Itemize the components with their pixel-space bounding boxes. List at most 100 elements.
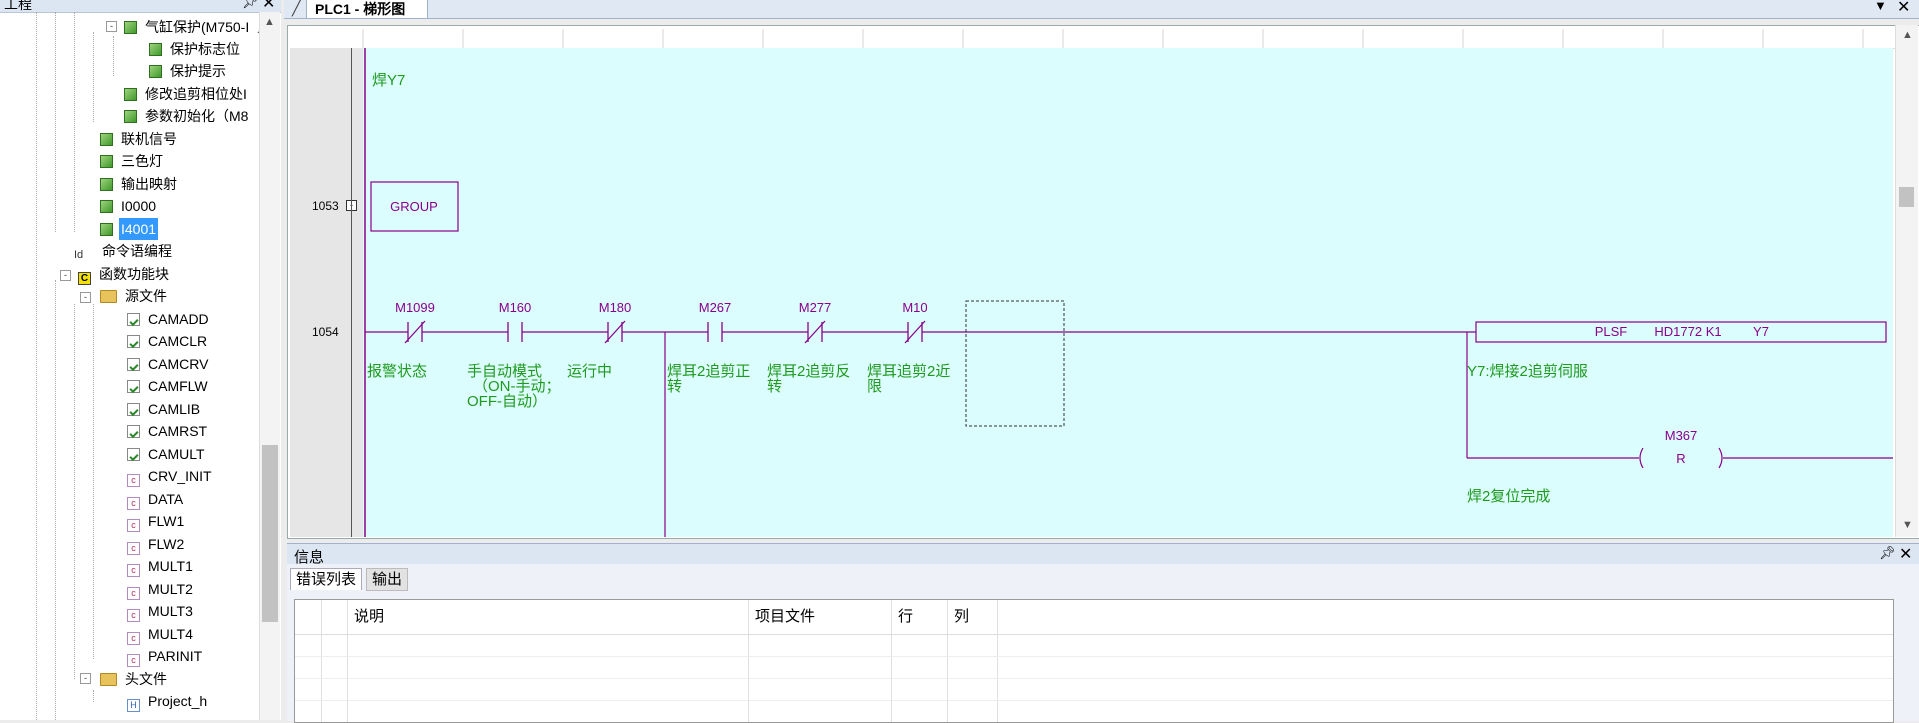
tree-item-label: 头文件: [125, 671, 167, 687]
tree-item-param-init[interactable]: 参数初始化（M8: [124, 105, 250, 127]
scroll-up-icon[interactable]: ▲: [1902, 29, 1913, 41]
normally-closed-slash: [904, 320, 926, 344]
ruler-ticks: [362, 29, 1864, 48]
chevron-down-icon[interactable]: ▼: [1874, 0, 1887, 13]
tab-edge-decoration: ╱: [292, 0, 301, 16]
project-tree-scrollbar[interactable]: ▲: [259, 12, 280, 720]
tree-item-label: PARINIT: [148, 648, 203, 664]
scrollbar-thumb[interactable]: [1899, 187, 1914, 207]
tree-item-label: CAMULT: [148, 446, 205, 462]
contact-comment: 限: [867, 378, 882, 395]
close-icon[interactable]: ✕: [1897, 0, 1911, 16]
fb-instruction: PLSF: [1595, 324, 1628, 339]
tree-item-tricolor-lamp[interactable]: 三色灯: [100, 150, 165, 172]
normally-closed-slash: [404, 320, 426, 344]
line-number-gutter: 1053 1054 -: [290, 48, 363, 537]
tree-item-label: MULT3: [148, 603, 193, 619]
tree-item-protect-hint[interactable]: 保护提示: [149, 60, 228, 82]
close-icon[interactable]: ✕: [262, 0, 276, 12]
collapse-icon[interactable]: -: [80, 673, 91, 684]
scroll-up-icon[interactable]: ▲: [264, 16, 275, 28]
tree-item-source-files[interactable]: 源文件: [100, 285, 169, 307]
tree-item-file[interactable]: CAMRST: [127, 420, 209, 442]
tree-item-file[interactable]: CAMCLR: [127, 330, 209, 352]
tree-item-cylinder-protection[interactable]: 气缸保护(M750-I︿: [124, 16, 268, 38]
tree-item-file[interactable]: CAMCRV: [127, 353, 210, 375]
tree-item-label: 命令语编程: [102, 243, 172, 259]
column-header-column[interactable]: 列: [954, 608, 970, 625]
tree-item-header-files[interactable]: 头文件: [100, 668, 169, 690]
scroll-down-icon[interactable]: ▼: [1902, 519, 1913, 531]
tree-item-label: FLW1: [148, 513, 185, 529]
contact-address: M10: [902, 300, 927, 315]
contact-comment: （ON-手动；: [473, 378, 561, 395]
tab-error-list[interactable]: 错误列表: [290, 568, 363, 590]
editor-scrollbar[interactable]: ▲ ▼: [1895, 25, 1918, 537]
grid-column-divider: [891, 600, 892, 722]
green-block-icon: [124, 88, 137, 101]
tree-item-label: CAMFLW: [148, 378, 208, 394]
tree-item-i0000[interactable]: I0000: [100, 195, 158, 217]
tab-output[interactable]: 输出: [366, 568, 409, 591]
tree-item-file[interactable]: CAMULT: [127, 443, 207, 465]
scrollbar-thumb[interactable]: [262, 445, 278, 622]
collapse-icon[interactable]: -: [60, 270, 71, 281]
tree-guide-line: [93, 304, 94, 659]
column-header-line[interactable]: 行: [898, 608, 914, 625]
checked-document-icon: [127, 380, 140, 393]
tree-item-label: CAMADD: [148, 311, 209, 327]
contact-comment: OFF-自动）: [467, 393, 547, 410]
selection-cursor-cell[interactable]: [965, 300, 1065, 427]
column-header-project-file[interactable]: 项目文件: [755, 608, 816, 625]
tree-item-file[interactable]: CAMFLW: [127, 375, 210, 397]
tree-item-link-signal[interactable]: 联机信号: [100, 128, 179, 150]
tree-item-file[interactable]: CAMADD: [127, 308, 211, 330]
tab-plc1-ladder[interactable]: PLC1 - 梯形图: [306, 0, 428, 18]
tree-guide-line: [55, 280, 56, 720]
tree-item-label: 保护标志位: [170, 41, 240, 57]
collapse-icon[interactable]: -: [80, 292, 91, 303]
group-box[interactable]: [370, 181, 459, 232]
grid-row-divider: [295, 678, 1893, 679]
tree-item-label: MULT4: [148, 626, 193, 642]
gutter-divider: [351, 48, 352, 537]
folder-icon: [100, 673, 117, 686]
green-block-icon: [124, 21, 137, 34]
pin-icon[interactable]: 📌︎: [1879, 545, 1896, 560]
column-header-description[interactable]: 说明: [354, 608, 385, 625]
tree-item-modify-phase[interactable]: 修改追剪相位处I: [124, 83, 249, 105]
plsf-function-block[interactable]: [1475, 321, 1887, 343]
tree-item-protect-flag[interactable]: 保护标志位: [149, 38, 242, 60]
tree-item-output-map[interactable]: 输出映射: [100, 173, 179, 195]
tree-item-file[interactable]: CAMLIB: [127, 398, 202, 420]
close-icon[interactable]: ✕: [1899, 546, 1913, 563]
tree-guide-line: [36, 12, 37, 720]
grid-header-divider: [295, 634, 1893, 635]
grid-row-divider: [295, 656, 1893, 657]
pin-icon[interactable]: 📌︎: [242, 0, 259, 9]
contact-address: M160: [499, 300, 532, 315]
collapse-icon[interactable]: -: [106, 21, 117, 32]
checked-document-icon: [127, 448, 140, 461]
tree-item-i4001[interactable]: I4001: [100, 218, 159, 240]
